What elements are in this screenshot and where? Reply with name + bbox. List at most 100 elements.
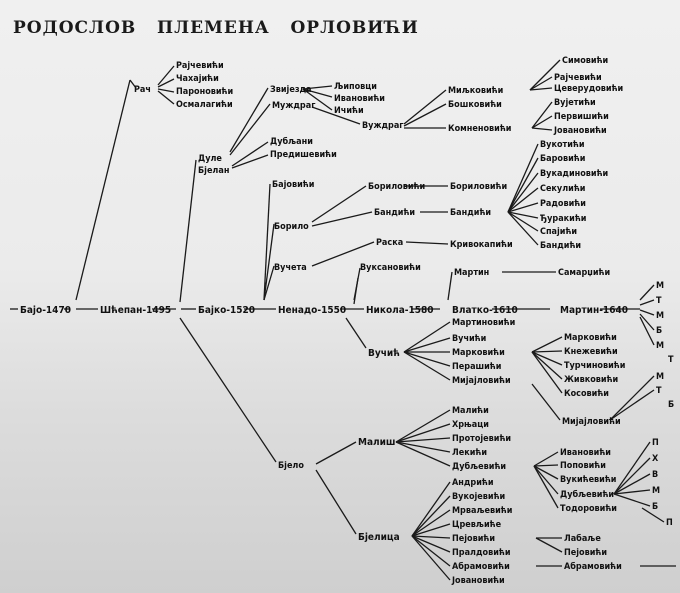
tree-node: Вукојевићи — [452, 491, 505, 502]
tree-node: Вуксановићи — [360, 263, 421, 273]
tree-node: Перашићи — [452, 362, 501, 372]
tree-node: Первишићи — [554, 112, 609, 122]
tree-node: Марковићи — [564, 333, 617, 343]
tree-connectors — [10, 59, 676, 581]
tree-node: Самарџићи — [558, 268, 610, 278]
tree-node: Лекићи — [452, 448, 487, 458]
tree-node: Вукадиновићи — [540, 169, 608, 179]
tree-node: Мрваљевићи — [452, 506, 512, 516]
tree-node: Б — [652, 502, 658, 512]
tree-node: Ивановићи — [334, 94, 385, 104]
tree-node: Цревљиће — [452, 520, 502, 530]
tree-node: Живковићи — [564, 375, 618, 385]
tree-node-bajo: Бајо-1470 — [20, 304, 71, 316]
tree-node: Протојевићи — [452, 433, 511, 444]
tree-node: Тодоровићи — [560, 504, 617, 514]
tree-node: Бориловићи — [368, 182, 425, 192]
tree-node: Бандићи — [540, 241, 581, 251]
tree-node: Секулићи — [540, 184, 585, 194]
tree-node: Т — [668, 355, 674, 365]
tree-node: Б — [656, 326, 662, 336]
tree-node: П — [652, 438, 659, 448]
tree-node: В — [652, 470, 658, 480]
tree-node: Баровићи — [540, 154, 585, 164]
tree-node: Хрњаци — [452, 420, 489, 430]
tree-node: Борилo — [274, 222, 309, 232]
tree-node: Поповићи — [560, 461, 606, 471]
tree-node: Пејовићи — [564, 547, 607, 558]
tree-node: Симовићи — [562, 56, 608, 66]
tree-node: Бошковићи — [448, 100, 502, 110]
tree-node: М — [656, 372, 664, 382]
tree-node: Јовановићи — [553, 126, 607, 136]
tree-node: Бандићи — [374, 208, 415, 218]
tree-node: Цеверудовићи — [554, 84, 623, 94]
tree-node: Муждраг — [272, 101, 316, 111]
tree-node: Раска — [376, 238, 403, 248]
tree-node: М — [656, 311, 664, 321]
tree-node: Радовићи — [540, 199, 586, 209]
tree-node: Звијезда — [270, 84, 312, 95]
tree-node: Дуле — [198, 154, 222, 164]
tree-node-scepan: Шћепан-1495 — [100, 304, 171, 316]
tree-node: Пароновићи — [176, 87, 233, 97]
tree-node: Вукотићи — [540, 140, 585, 150]
page-title: РОДОСЛОВ ПЛЕМЕНА ОРЛОВИЋИ — [13, 18, 419, 38]
tree-node: Предишевићи — [270, 150, 337, 160]
tree-node: Вучета — [274, 263, 307, 273]
tree-node: Јовановићи — [451, 576, 505, 586]
tree-node: Рајчевићи — [176, 60, 224, 71]
tree-node: Миљковићи — [448, 86, 503, 96]
tree-node: Рач — [134, 85, 151, 95]
tree-node: Спајићи — [540, 226, 577, 237]
tree-node: Х — [652, 454, 659, 464]
tree-node: Т — [656, 296, 662, 306]
tree-node: Абрамовићи — [564, 561, 622, 572]
tree-node: Вуждраг — [362, 121, 404, 131]
tree-node: Кнежевићи — [564, 347, 618, 357]
tree-node: М — [656, 341, 664, 351]
tree-node: Мијајловићи — [562, 416, 621, 427]
tree-node: Мартин — [454, 268, 489, 278]
tree-node: Ђуракићи — [540, 214, 586, 224]
tree-node: Пралдовићи — [452, 548, 511, 558]
tree-node: Осмалагићи — [176, 100, 233, 110]
tree-node: Косовићи — [564, 389, 609, 399]
tree-node: Вукићевићи — [560, 475, 616, 485]
tree-node: Мартиновићи — [452, 318, 515, 328]
tree-node: Абрамовићи — [452, 561, 510, 572]
tree-node: Љиповци — [334, 82, 377, 92]
tree-node: Вујетићи — [554, 97, 596, 108]
tree-node-bajko: Бајко-1520 — [198, 304, 255, 316]
tree-node: Мијајловићи — [452, 375, 511, 386]
tree-node-nenado: Ненадо-1550 — [278, 305, 346, 316]
tree-node: Вучићи — [452, 334, 486, 344]
tree-node-vlatko: Влатко-1610 — [452, 305, 518, 316]
tree-node: Б — [668, 400, 674, 410]
tree-node: Малиш — [358, 437, 395, 448]
tree-node: Марковићи — [452, 348, 505, 358]
tree-node: Бориловићи — [450, 182, 507, 192]
tree-node: Ичићи — [334, 106, 364, 116]
tree-node: П — [666, 518, 673, 528]
tree-node: Турчиновићи — [564, 361, 625, 371]
tree-node: Бјело — [278, 460, 304, 471]
tree-node: Бандићи — [450, 208, 491, 218]
tree-node: Дубљевићи — [452, 461, 506, 472]
tree-node: Комненовићи — [448, 124, 511, 134]
tree-node: Вучић — [368, 347, 400, 359]
tree-node: Дубљани — [270, 136, 313, 147]
tree-node: Бјелан — [198, 165, 229, 176]
tree-node: Кривокапићи — [450, 240, 513, 250]
tree-node-martin-1640: Мартин-1640 — [560, 305, 628, 316]
tree-node: Бјелица — [358, 531, 400, 543]
tree-node: Пејовићи — [452, 533, 495, 544]
tree-node: Дубљевићи — [560, 489, 614, 500]
tree-node: Ивановићи — [560, 448, 611, 458]
tree-node: Андрићи — [452, 478, 494, 488]
tree-node: Малићи — [452, 406, 489, 416]
tree-node-nikola: Никола-1580 — [366, 305, 434, 316]
tree-node: Чахајићи — [176, 73, 219, 84]
tree-labels: Бајо-1470 Шћепан-1495 Бајко-1520 Ненадо-… — [20, 56, 674, 586]
